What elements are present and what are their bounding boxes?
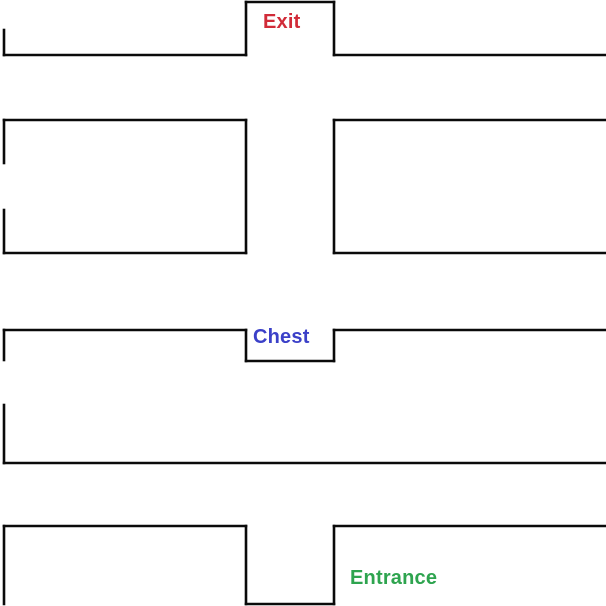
- chest-label: Chest: [253, 326, 310, 348]
- entrance-label: Entrance: [350, 567, 438, 589]
- exit-label: Exit: [263, 11, 301, 33]
